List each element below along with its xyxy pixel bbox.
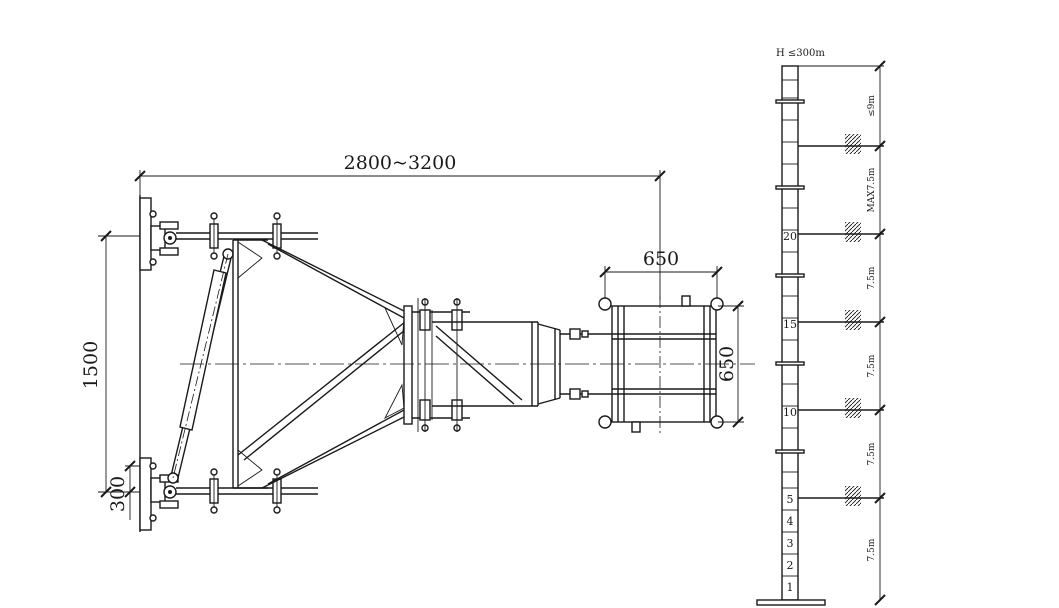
section-number: 3 xyxy=(787,537,794,550)
dimension-frame-width: 650 xyxy=(599,248,723,298)
spacing-label-2: 7.5m xyxy=(867,354,877,377)
section-numbers: 20 15 10 5 4 3 2 1 xyxy=(783,230,797,594)
elevation-dimension-chain: ≤9m MAX7.5m 7.5m 7.5m 7.5m 7.5m xyxy=(867,60,886,606)
truss-frame xyxy=(232,239,407,489)
dimension-frame-width-label: 650 xyxy=(643,248,679,270)
section-number: 10 xyxy=(783,406,797,419)
spacing-label-1: 7.5m xyxy=(867,266,877,289)
wall-ties xyxy=(798,134,884,506)
section-number: 20 xyxy=(783,230,797,243)
mast-collars xyxy=(775,99,805,454)
spacing-label-4: 7.5m xyxy=(867,538,877,561)
mast-section-lines xyxy=(782,79,798,577)
section-number: 5 xyxy=(787,493,794,506)
height-limit-label: H ≤300m xyxy=(776,48,825,59)
spacing-max-label: MAX7.5m xyxy=(867,167,877,212)
dimension-vertical: 1500 xyxy=(80,230,145,498)
spacing-label-3: 7.5m xyxy=(867,442,877,465)
section-number: 1 xyxy=(787,581,794,594)
dimension-small-label: 300 xyxy=(107,476,129,512)
dimension-frame-height: 650 xyxy=(716,300,744,428)
elevation-view: H ≤300m xyxy=(756,48,886,606)
dimension-vertical-label: 1500 xyxy=(80,341,102,389)
tower-section-frame xyxy=(598,295,724,434)
section-number: 15 xyxy=(783,318,797,331)
tie-bar-upper xyxy=(176,212,318,260)
mast-base xyxy=(756,599,826,606)
wall-anchor-plate-upper xyxy=(139,197,179,271)
tie-bar-lower xyxy=(176,468,318,514)
spacing-top-label: ≤9m xyxy=(867,95,877,117)
dimension-span-label: 2800~3200 xyxy=(344,152,457,174)
dimension-frame-height-label: 650 xyxy=(716,346,738,382)
section-number: 4 xyxy=(787,515,794,528)
plan-view: 2800~3200 1500 300 xyxy=(80,152,755,532)
dimension-span: 2800~3200 xyxy=(134,152,666,300)
adjustable-strut xyxy=(167,248,234,484)
connection-plate xyxy=(403,298,470,432)
section-number: 2 xyxy=(787,559,794,572)
